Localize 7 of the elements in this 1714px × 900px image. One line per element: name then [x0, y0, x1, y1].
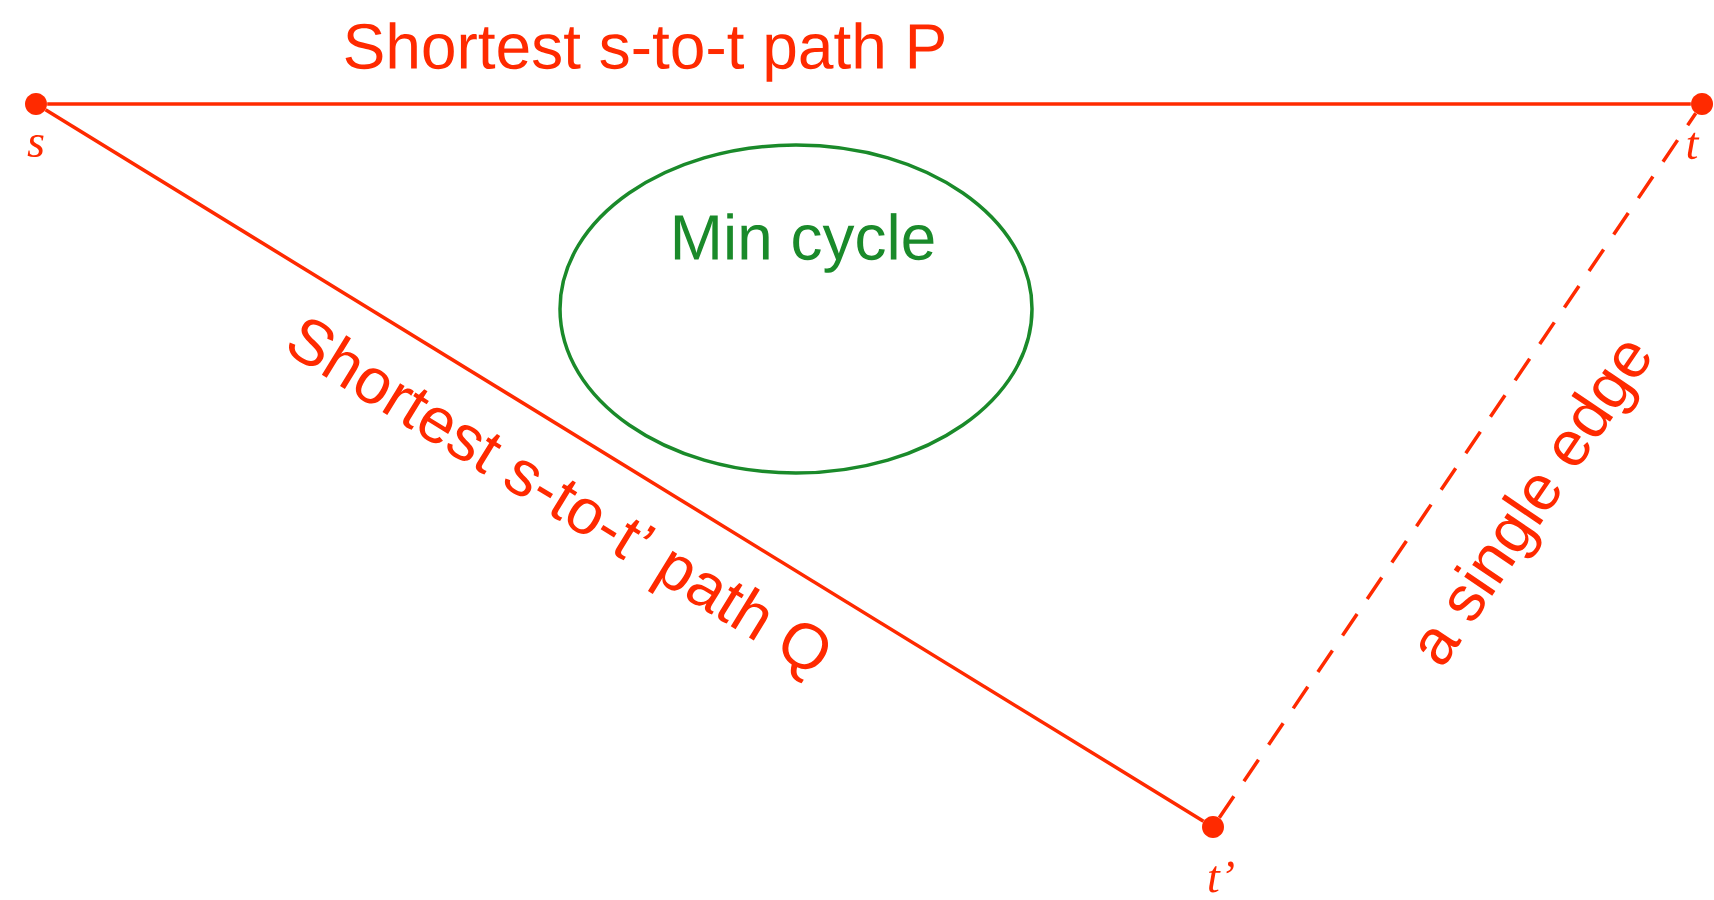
vertex-label: t’ — [1209, 861, 1234, 893]
vertex-label: t — [1687, 132, 1700, 160]
vertex-label: s — [27, 134, 44, 158]
edge-label: Shortest s-to-t path P — [340, 20, 950, 84]
path-line — [1217, 112, 1698, 819]
path-line — [44, 108, 1205, 823]
path-line — [47, 102, 1691, 106]
